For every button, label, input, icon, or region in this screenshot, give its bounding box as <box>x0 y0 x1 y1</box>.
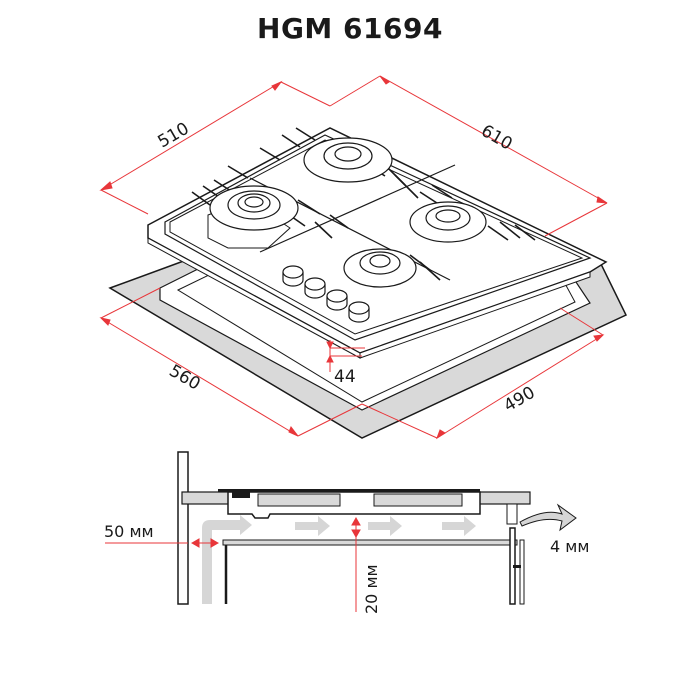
side-section <box>177 451 531 605</box>
front-gap-label: 4 мм <box>550 537 589 556</box>
burner-back-left <box>209 185 299 231</box>
knob-4-icon <box>348 301 370 323</box>
burner-back-center <box>303 137 393 183</box>
knob-3-icon <box>326 289 348 311</box>
side-dimension-lines <box>105 516 361 612</box>
airflow-arrow-2-icon <box>368 516 402 536</box>
airflow-arrow-3-icon <box>442 516 476 536</box>
control-knobs <box>282 265 370 323</box>
burner-front-center <box>343 248 417 288</box>
airflow-arrow-1-icon <box>295 516 330 536</box>
dim-cutout-width-label: 560 <box>166 361 204 395</box>
airflow-arrow-up-icon <box>202 515 252 604</box>
knob-1-icon <box>282 265 304 287</box>
dim-height-label: 44 <box>334 367 356 387</box>
dimension-lines <box>99 75 608 440</box>
air-gap-label: 20 мм <box>362 564 381 614</box>
model-title: HGM 61694 <box>257 12 443 45</box>
wall-gap-label: 50 мм <box>104 522 154 541</box>
knob-2-icon <box>304 277 326 299</box>
airflow-arrows <box>202 515 476 604</box>
dim-cutout-depth-label: 490 <box>501 383 539 417</box>
dim-depth-label: 510 <box>155 119 193 153</box>
hob-body <box>147 127 608 359</box>
burner-front-right <box>409 201 487 243</box>
dim-width-label: 610 <box>478 121 516 155</box>
exhaust-arrow-icon <box>519 503 577 532</box>
